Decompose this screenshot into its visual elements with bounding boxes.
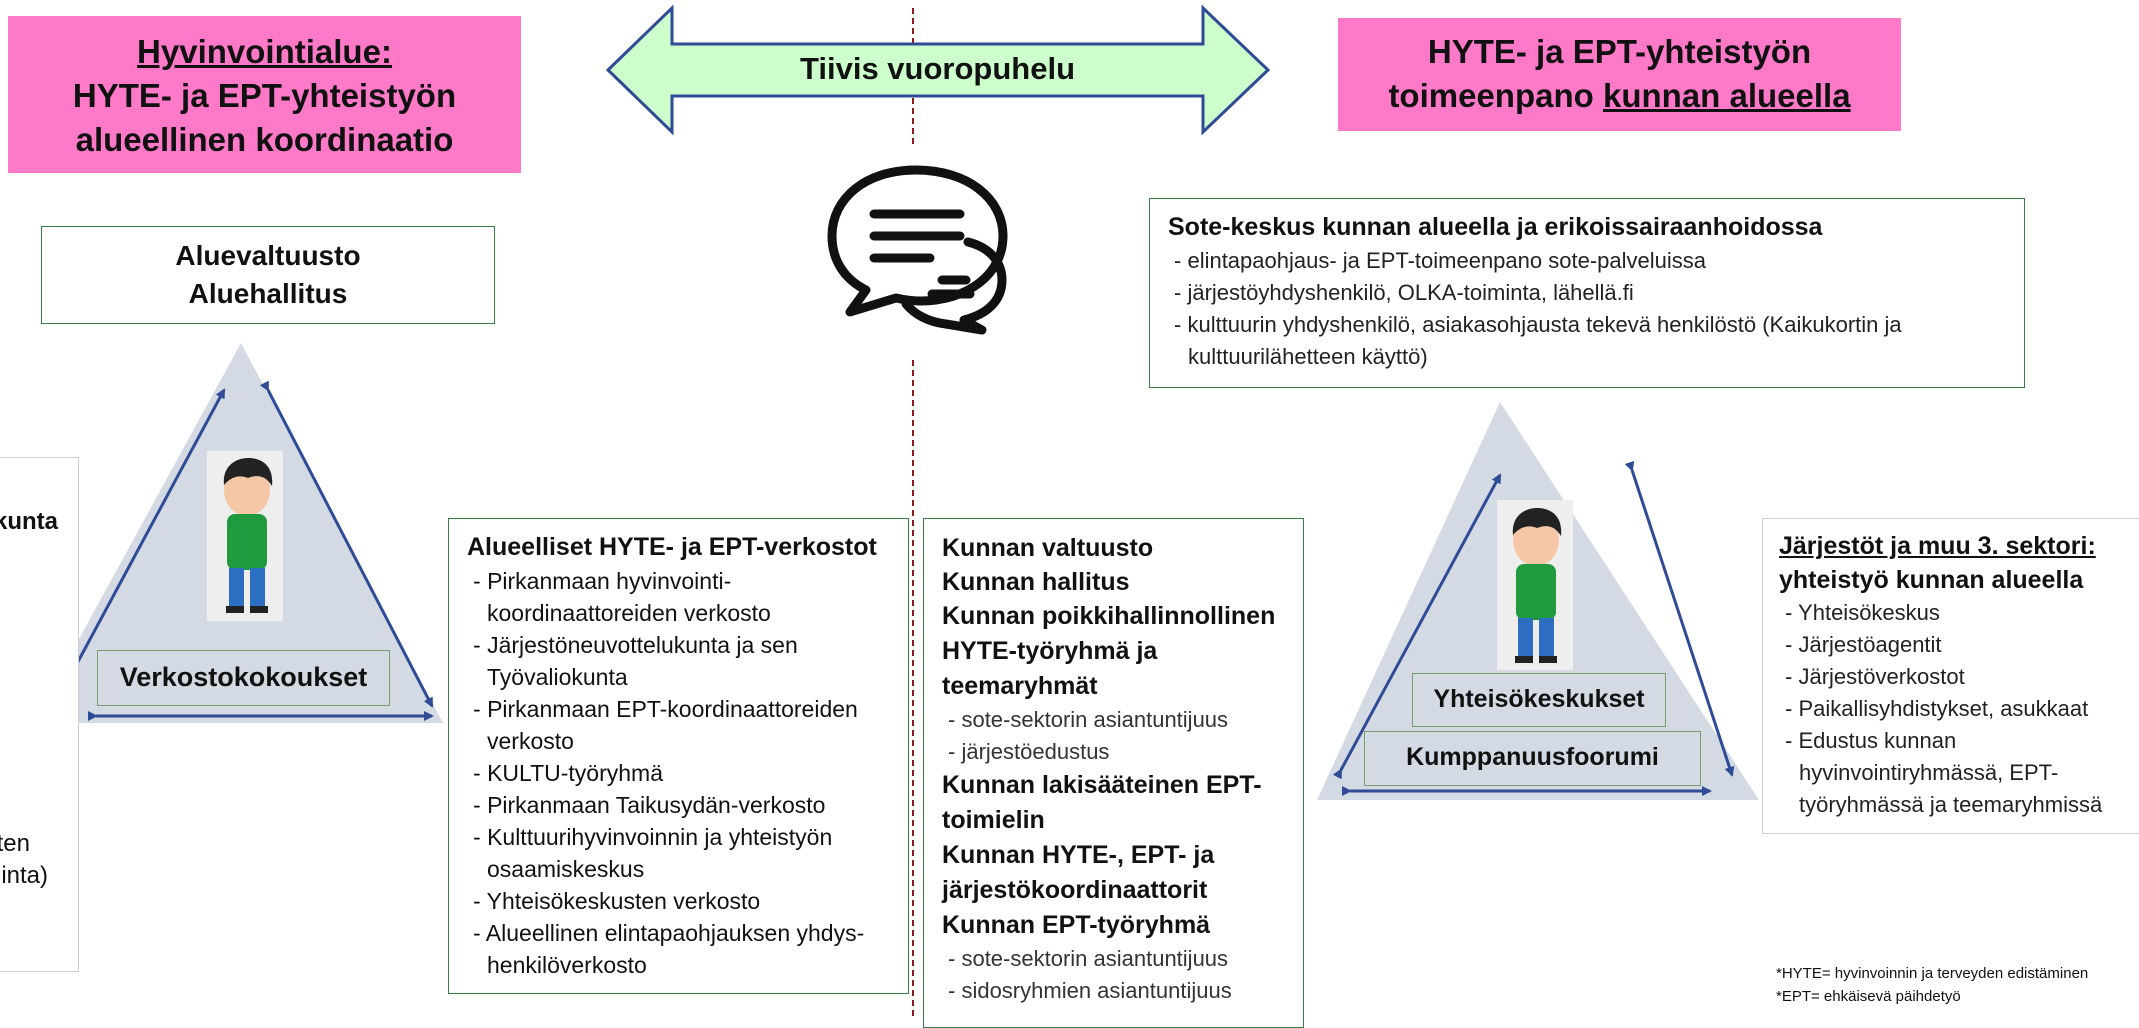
partial-line3: inta) (1, 862, 48, 889)
list-item: Pirkanmaan hyvinvointi- koordinaattoreid… (467, 565, 892, 629)
left-header-line2: HYTE- ja EPT-yhteistyön (72, 77, 457, 114)
municipal-bold-2: Kunnan hallitus (942, 568, 1130, 596)
partial-line2: ten (0, 830, 30, 857)
dialogue-label: Tiivis vuoropuhelu (799, 51, 1076, 86)
list-item: sote-sektorin asiantuntijuus (942, 704, 1291, 736)
list-item: Alueellinen elintapaohjauksen yhdys- hen… (467, 917, 892, 981)
list-item: Järjestöneuvottelukunta ja sen Työvaliok… (467, 629, 892, 693)
sote-list: elintapaohjaus- ja EPT-toimeenpano sote-… (1168, 245, 2010, 373)
dialogue-double-arrow (605, 4, 1271, 136)
organizations-box: Järjestöt ja muu 3. sektori: yhteistyö k… (1762, 518, 2139, 834)
list-item: Yhteisökeskus (1779, 597, 2138, 629)
municipal-bold-6: Kunnan EPT-työryhmä (942, 911, 1211, 939)
left-header: Hyvinvointialue: HYTE- ja EPT-yhteistyön… (8, 16, 521, 173)
regional-networks-title: Alueelliset HYTE- ja EPT-verkostot (467, 533, 877, 561)
list-item: KULTU-työryhmä (467, 757, 892, 789)
list-item: Kulttuurihyvinvoinnin ja yhteistyön osaa… (467, 821, 892, 885)
list-item: Järjestöverkostot (1779, 661, 2138, 693)
right-header-line2: toimeenpano kunnan alueella (1338, 74, 1901, 118)
left-header-line3: alueellinen koordinaatio (75, 121, 454, 158)
municipal-bold-5: Kunnan HYTE-, EPT- ja järjestökoordinaat… (942, 841, 1215, 904)
partnership-forum-label: Kumppanuusfoorumi (1364, 731, 1701, 786)
community-centers-label: Yhteisökeskukset (1412, 673, 1666, 727)
list-item: elintapaohjaus- ja EPT-toimeenpano sote-… (1168, 245, 2010, 277)
chat-bubbles-icon (827, 165, 1008, 335)
footnote-hyte: *HYTE= hyvinvoinnin ja terveyden edistäm… (1776, 965, 2089, 982)
regional-networks-list: Pirkanmaan hyvinvointi- koordinaattoreid… (467, 565, 892, 981)
list-item: järjestöyhdyshenkilö, OLKA-toiminta, läh… (1168, 277, 2010, 309)
municipal-bold-3: Kunnan poikkihallinnollinen HYTE-työryhm… (942, 602, 1276, 700)
right-header-line1: HYTE- ja EPT-yhteistyön (1427, 33, 1812, 70)
right-header: HYTE- ja EPT-yhteistyön toimeenpano kunn… (1338, 18, 1901, 131)
list-item: kulttuurin yhdyshenkilö, asiakasohjausta… (1168, 309, 2010, 373)
list-item: Paikallisyhdistykset, asukkaat (1779, 693, 2138, 725)
sote-center-box: Sote-keskus kunnan alueella ja erikoissa… (1149, 198, 2025, 388)
partial-left-box: kunta ten inta) (0, 457, 79, 972)
network-meetings-label: Verkostokokoukset (97, 650, 390, 706)
organizations-title-line2: yhteistyö kunnan alueella (1779, 566, 2084, 594)
organizations-list: Yhteisökeskus Järjestöagentit Järjestöve… (1779, 597, 2138, 821)
list-item: järjestöedustus (942, 736, 1291, 768)
list-item: Järjestöagentit (1779, 629, 2138, 661)
council-line2: Aluehallitus (188, 278, 348, 309)
footnote-ept: *EPT= ehkäisevä päihdetyö (1776, 988, 1961, 1005)
regional-council-box: Aluevaltuusto Aluehallitus (41, 226, 495, 324)
right-header-line2-prefix: toimeenpano (1388, 77, 1603, 114)
list-item: Pirkanmaan EPT-koordinaattoreiden verkos… (467, 693, 892, 757)
list-item: sote-sektorin asiantuntijuus (942, 943, 1291, 975)
organizations-title: Järjestöt ja muu 3. sektori: (1779, 532, 2096, 560)
municipal-bold-1: Kunnan valtuusto (942, 534, 1154, 562)
municipal-list-1: sote-sektorin asiantuntijuus järjestöedu… (942, 704, 1291, 768)
left-header-line1: Hyvinvointialue: (137, 33, 392, 70)
list-item: sidosryhmien asiantuntijuus (942, 975, 1291, 1007)
person-figure-left (207, 451, 283, 621)
municipal-box: Kunnan valtuusto Kunnan hallitus Kunnan … (923, 518, 1304, 1028)
list-item: Edustus kunnan hyvinvointiryhmässä, EPT-… (1779, 725, 2138, 821)
partial-line1: kunta (0, 508, 58, 535)
list-item: Pirkanmaan Taikusydän-verkosto (467, 789, 892, 821)
municipal-list-2: sote-sektorin asiantuntijuus sidosryhmie… (942, 943, 1291, 1007)
list-item: Yhteisökeskusten verkosto (467, 885, 892, 917)
municipal-bold-4: Kunnan lakisääteinen EPT-toimielin (942, 771, 1262, 834)
regional-networks-box: Alueelliset HYTE- ja EPT-verkostot Pirka… (448, 518, 909, 994)
council-line1: Aluevaltuusto (175, 240, 361, 271)
sote-title: Sote-keskus kunnan alueella ja erikoissa… (1168, 213, 1823, 241)
right-header-line2-underlined: kunnan alueella (1602, 77, 1851, 114)
footnotes: *HYTE= hyvinvoinnin ja terveyden edistäm… (1776, 962, 2136, 1008)
person-figure-right (1497, 500, 1573, 670)
